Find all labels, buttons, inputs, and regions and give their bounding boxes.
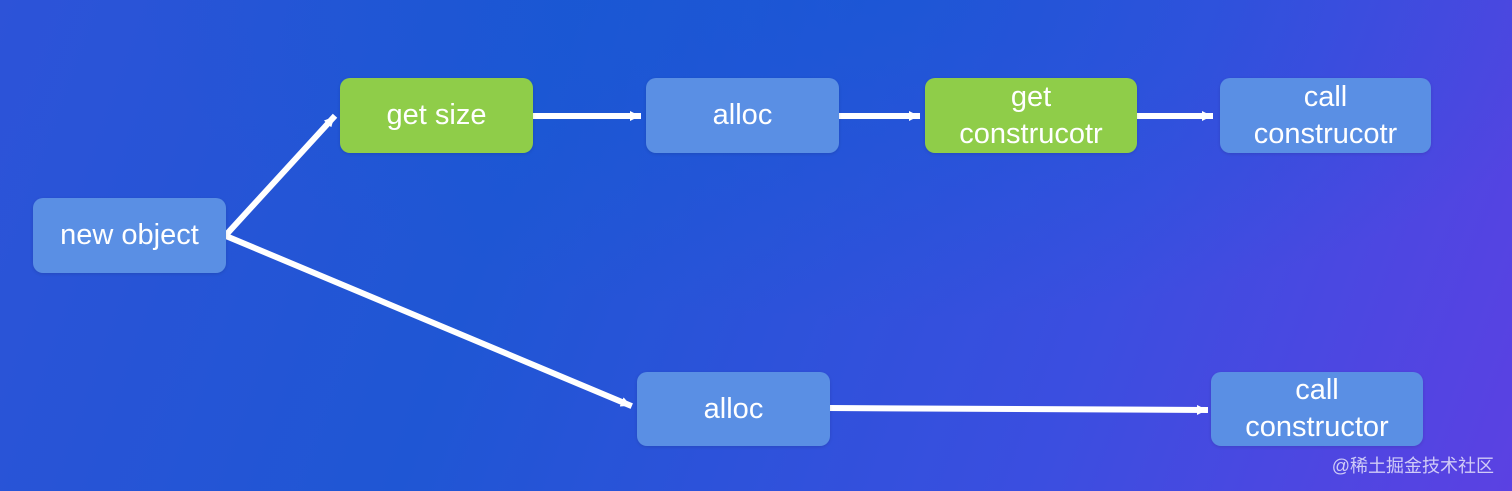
new-object-label: new object (60, 219, 199, 251)
alloc-top-label: alloc (712, 99, 773, 131)
call-constructor-bottom-label-line-1: call (1295, 374, 1339, 406)
get-constructor-node[interactable]: get construcotr (925, 78, 1137, 153)
edge-new-object-to-get-size (220, 113, 338, 241)
get-constructor-label-line-2: construcotr (959, 117, 1103, 150)
get-size-label: get size (386, 99, 487, 131)
alloc-bottom-node[interactable]: alloc (637, 372, 830, 446)
call-constructor-top-label-line-1: call (1303, 80, 1348, 113)
edge-alloc-bottom-to-call-constructor-bottom (826, 404, 1209, 415)
call-constructor-bottom-node[interactable]: call constructor (1211, 372, 1423, 446)
call-constructor-top-node[interactable]: call construcotr (1220, 78, 1431, 153)
call-constructor-bottom-label-line-2: constructor (1245, 411, 1389, 443)
new-object-node[interactable]: new object (33, 198, 226, 273)
edge-new-object-to-alloc-bottom (222, 232, 633, 409)
source-watermark: @稀土掘金技术社区 (1331, 456, 1494, 476)
get-size-node[interactable]: get size (340, 78, 533, 153)
alloc-top-node[interactable]: alloc (646, 78, 839, 153)
get-constructor-label-line-1: get (1010, 80, 1052, 113)
alloc-bottom-label: alloc (703, 392, 764, 425)
call-constructor-top-label-line-2: construcotr (1253, 117, 1398, 150)
